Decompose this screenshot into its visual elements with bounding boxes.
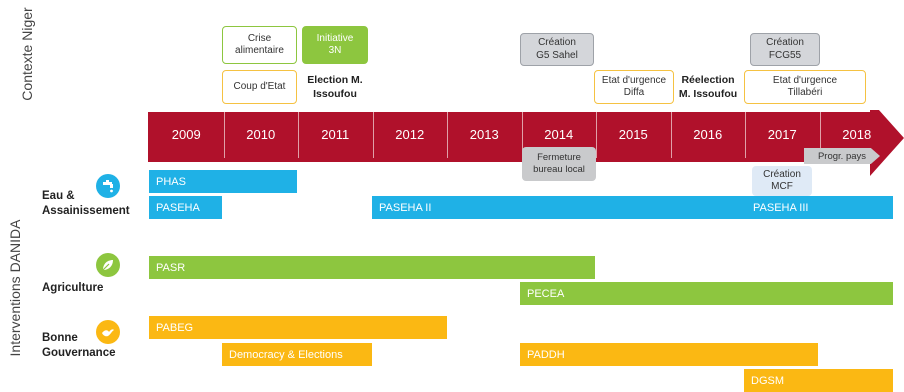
timeline-year: 2014 xyxy=(544,126,574,142)
event-coup-detat: Coup d'Etat xyxy=(222,70,297,104)
timeline-year: 2013 xyxy=(469,126,499,142)
sector-agriculture: Agriculture xyxy=(42,282,104,294)
timeline-arrow xyxy=(148,110,904,176)
program-bar-pasr: PASR xyxy=(149,256,595,279)
event-creation-fcg55: Création FCG55 xyxy=(750,33,820,66)
sector-eau-assainissement: Eau & Assainissement xyxy=(42,190,130,217)
event-crise-alimentaire: Crise alimentaire xyxy=(222,26,297,64)
year-separator xyxy=(745,112,746,158)
timeline-year: 2009 xyxy=(171,126,201,142)
year-separator xyxy=(521,112,523,158)
year-separator xyxy=(223,112,225,158)
event-creation-g5-sahel: Création G5 Sahel xyxy=(520,33,594,66)
year-separator xyxy=(819,112,821,158)
event-fermeture-bureau-local: Fermeture bureau local xyxy=(522,147,596,181)
timeline-year: 2012 xyxy=(395,126,425,142)
timeline-year: 2017 xyxy=(767,126,797,142)
bird-icon xyxy=(96,320,120,344)
context-niger-label: Contexte Niger xyxy=(19,7,35,101)
program-bar-paseha-ii: PASEHA II xyxy=(372,196,746,219)
leaf-icon xyxy=(96,253,120,277)
program-bar-paddh: PADDH xyxy=(520,343,818,366)
timeline-year: 2015 xyxy=(618,126,648,142)
timeline-year: 2010 xyxy=(246,126,276,142)
program-bar-pabeg: PABEG xyxy=(149,316,447,339)
program-bar-paseha: PASEHA xyxy=(149,196,222,219)
tap-icon xyxy=(96,174,120,198)
event-election-issoufou: Election M. Issoufou xyxy=(307,74,363,100)
program-bar-paseha-iii: PASEHA III xyxy=(746,196,893,219)
interventions-danida-label: Interventions DANIDA xyxy=(7,219,23,357)
event-initiative-3n: Initiative 3N xyxy=(302,26,368,64)
event-reelection-issoufou: Réelection M. Issoufou xyxy=(678,74,738,100)
timeline-year: 2018 xyxy=(842,126,872,142)
event-urgence-tillaberi: Etat d'urgence Tillabéri xyxy=(744,70,866,104)
timeline-year: 2016 xyxy=(693,126,723,142)
program-bar-phas: PHAS xyxy=(149,170,297,193)
year-separator xyxy=(670,112,672,158)
program-bar-dgsm: DGSM xyxy=(744,369,893,392)
year-separator xyxy=(298,112,299,158)
sector-bonne-gouvernance: Bonne Gouvernance xyxy=(42,332,116,359)
event-creation-mcf: Création MCF xyxy=(752,166,812,196)
year-separator xyxy=(596,112,597,158)
progr-pays-arrow: Progr. pays xyxy=(804,148,880,164)
year-separator xyxy=(447,112,448,158)
program-bar-pecea: PECEA xyxy=(520,282,893,305)
timeline-year: 2011 xyxy=(321,126,350,142)
year-separator xyxy=(372,112,374,158)
event-urgence-diffa: Etat d'urgence Diffa xyxy=(594,70,674,104)
program-bar-democracy-elections: Democracy & Elections xyxy=(222,343,372,366)
